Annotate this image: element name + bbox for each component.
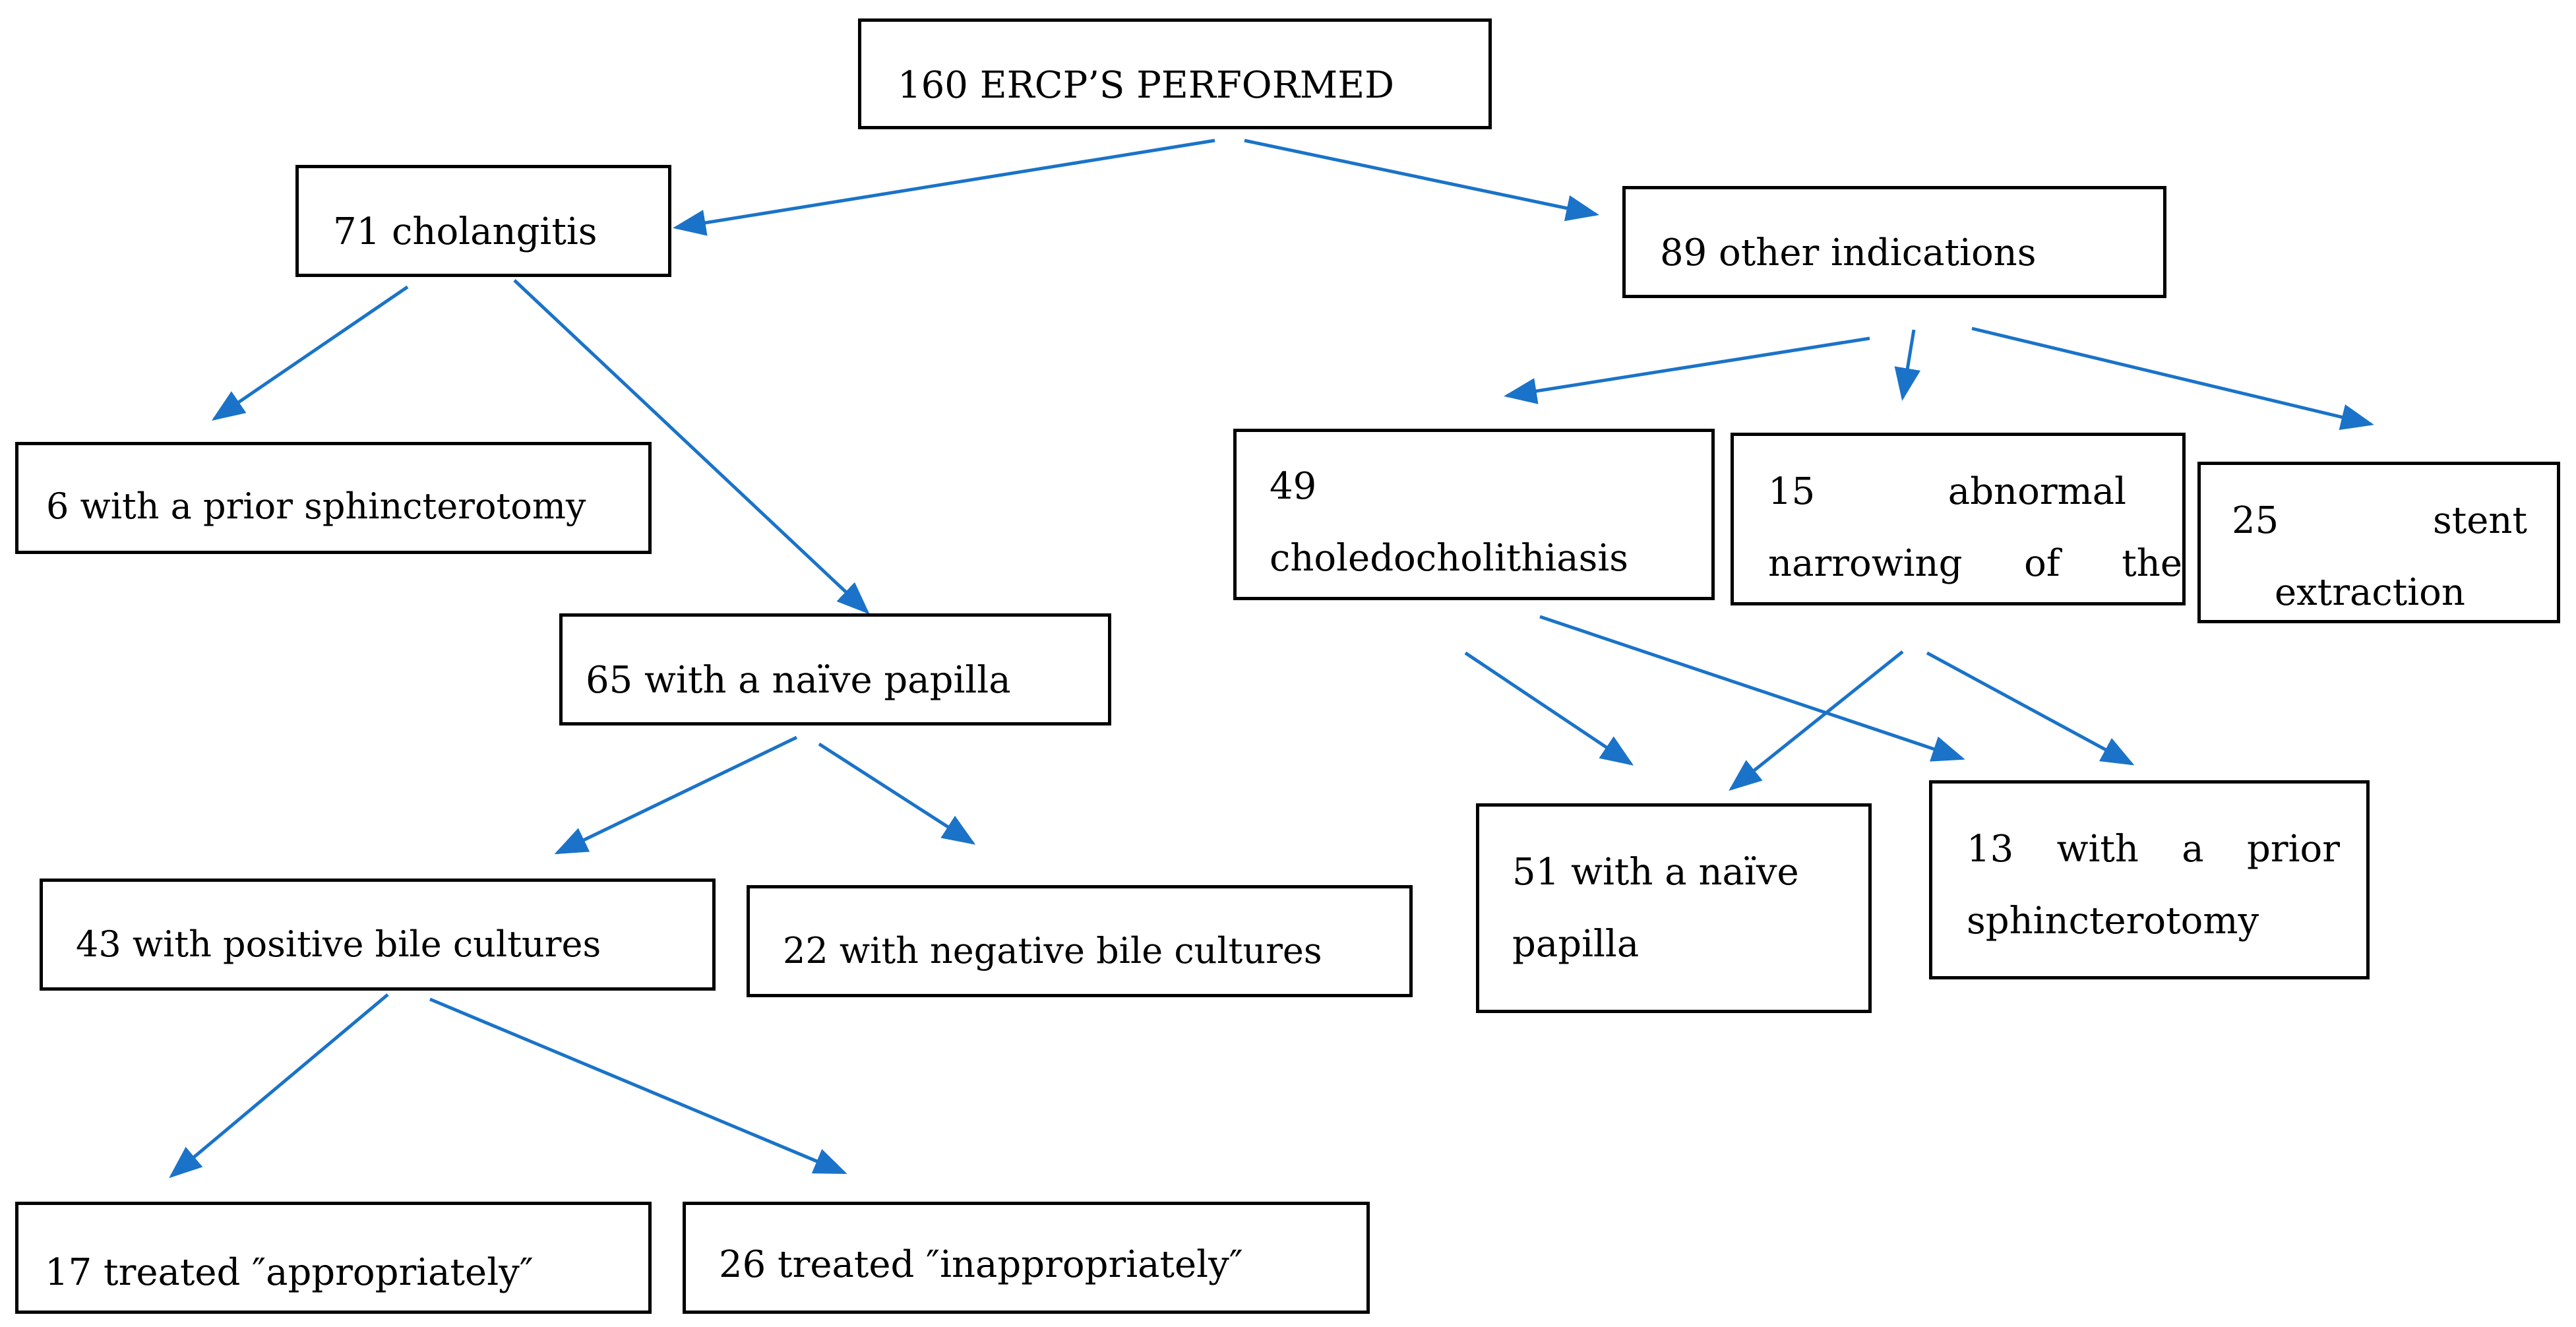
node-positive-cultures-label: 43 with positive bile cultures [76, 923, 601, 965]
node-choledocholithiasis-count: 49 [1270, 465, 1317, 508]
edge-naive-papilla-to-positive-cultures [554, 735, 798, 855]
node-stent-extraction-line2: extraction [2275, 571, 2465, 615]
edge-other-indications-to-abnormal-narrowing [1894, 329, 1921, 401]
node-stent-extraction: 25 stent extraction [2197, 462, 2560, 623]
edge-abnormal-narrowing-to-naive-papilla-other [1729, 650, 1904, 791]
edge-other-indications-to-choledocholithiasis [1504, 336, 1870, 404]
node-negative-cultures-label: 22 with negative bile cultures [783, 930, 1322, 972]
edge-root-to-other-indications [1244, 139, 1599, 222]
node-treated-inappropriately: 26 treated ″inappropriately″ [683, 1202, 1370, 1314]
node-naive-papilla-other-line2: papilla [1512, 923, 1640, 966]
node-abnormal-narrowing-line1: 15 abnormal [1768, 470, 2126, 513]
node-negative-cultures: 22 with negative bile cultures [747, 885, 1413, 997]
node-naive-papilla-cholangitis: 65 with a naïve papilla [559, 613, 1111, 725]
node-cholangitis-label: 71 cholangitis [333, 210, 598, 253]
edge-other-indications-to-stent-extraction [1971, 326, 2374, 430]
node-prior-sphincterotomy-cholangitis-label: 6 with a prior sphincterotomy [46, 485, 586, 527]
node-treated-appropriately: 17 treated ″appropriately″ [15, 1202, 652, 1314]
node-other-indications-label: 89 other indications [1660, 231, 2037, 274]
node-ercps-performed: 160 ERCP’S PERFORMED [858, 18, 1492, 129]
edge-cholangitis-to-prior-sphincterotomy [211, 285, 409, 421]
node-abnormal-narrowing: 15 abnormal narrowing of the [1731, 433, 2186, 605]
node-abnormal-narrowing-line2: narrowing of the [1768, 542, 2182, 586]
edge-choledocholithiasis-to-naive-papilla-other [1464, 651, 1634, 766]
node-prior-sphincterotomy-other-line1: 13 with a prior [1967, 828, 2340, 871]
edge-cholangitis-to-naive-papilla [513, 279, 870, 615]
node-naive-papilla-cholangitis-label: 65 with a naïve papilla [586, 659, 1011, 702]
node-ercps-performed-label: 160 ERCP’S PERFORMED [898, 64, 1394, 107]
node-choledocholithiasis-label: choledocholithiasis [1270, 537, 1628, 580]
edge-choledocholithiasis-to-prior-sphincterotomy-other [1539, 615, 1965, 762]
node-treated-inappropriately-label: 26 treated ″inappropriately″ [719, 1243, 1243, 1286]
node-prior-sphincterotomy-cholangitis: 6 with a prior sphincterotomy [15, 442, 652, 554]
edge-root-to-cholangitis [673, 139, 1215, 236]
node-positive-cultures: 43 with positive bile cultures [40, 879, 716, 991]
edge-positive-cultures-to-treated-appropriately [169, 993, 389, 1179]
edge-abnormal-narrowing-to-prior-sphincterotomy-other [1926, 651, 2135, 766]
node-treated-appropriately-label: 17 treated ″appropriately″ [45, 1251, 534, 1294]
node-prior-sphincterotomy-other: 13 with a prior sphincterotomy [1929, 780, 2370, 979]
node-choledocholithiasis: 49 choledocholithiasis [1233, 429, 1715, 600]
edge-positive-cultures-to-treated-inappropriately [429, 997, 847, 1175]
node-stent-extraction-line1: 25 stent [2232, 499, 2527, 542]
node-other-indications: 89 other indications [1622, 186, 2166, 298]
node-naive-papilla-other-line1: 51 with a naïve [1512, 851, 1799, 894]
node-prior-sphincterotomy-other-line2: sphincterotomy [1967, 900, 2259, 943]
edge-naive-papilla-to-negative-cultures [818, 742, 976, 845]
node-naive-papilla-other: 51 with a naïve papilla [1476, 803, 1872, 1013]
node-cholangitis: 71 cholangitis [295, 165, 671, 277]
